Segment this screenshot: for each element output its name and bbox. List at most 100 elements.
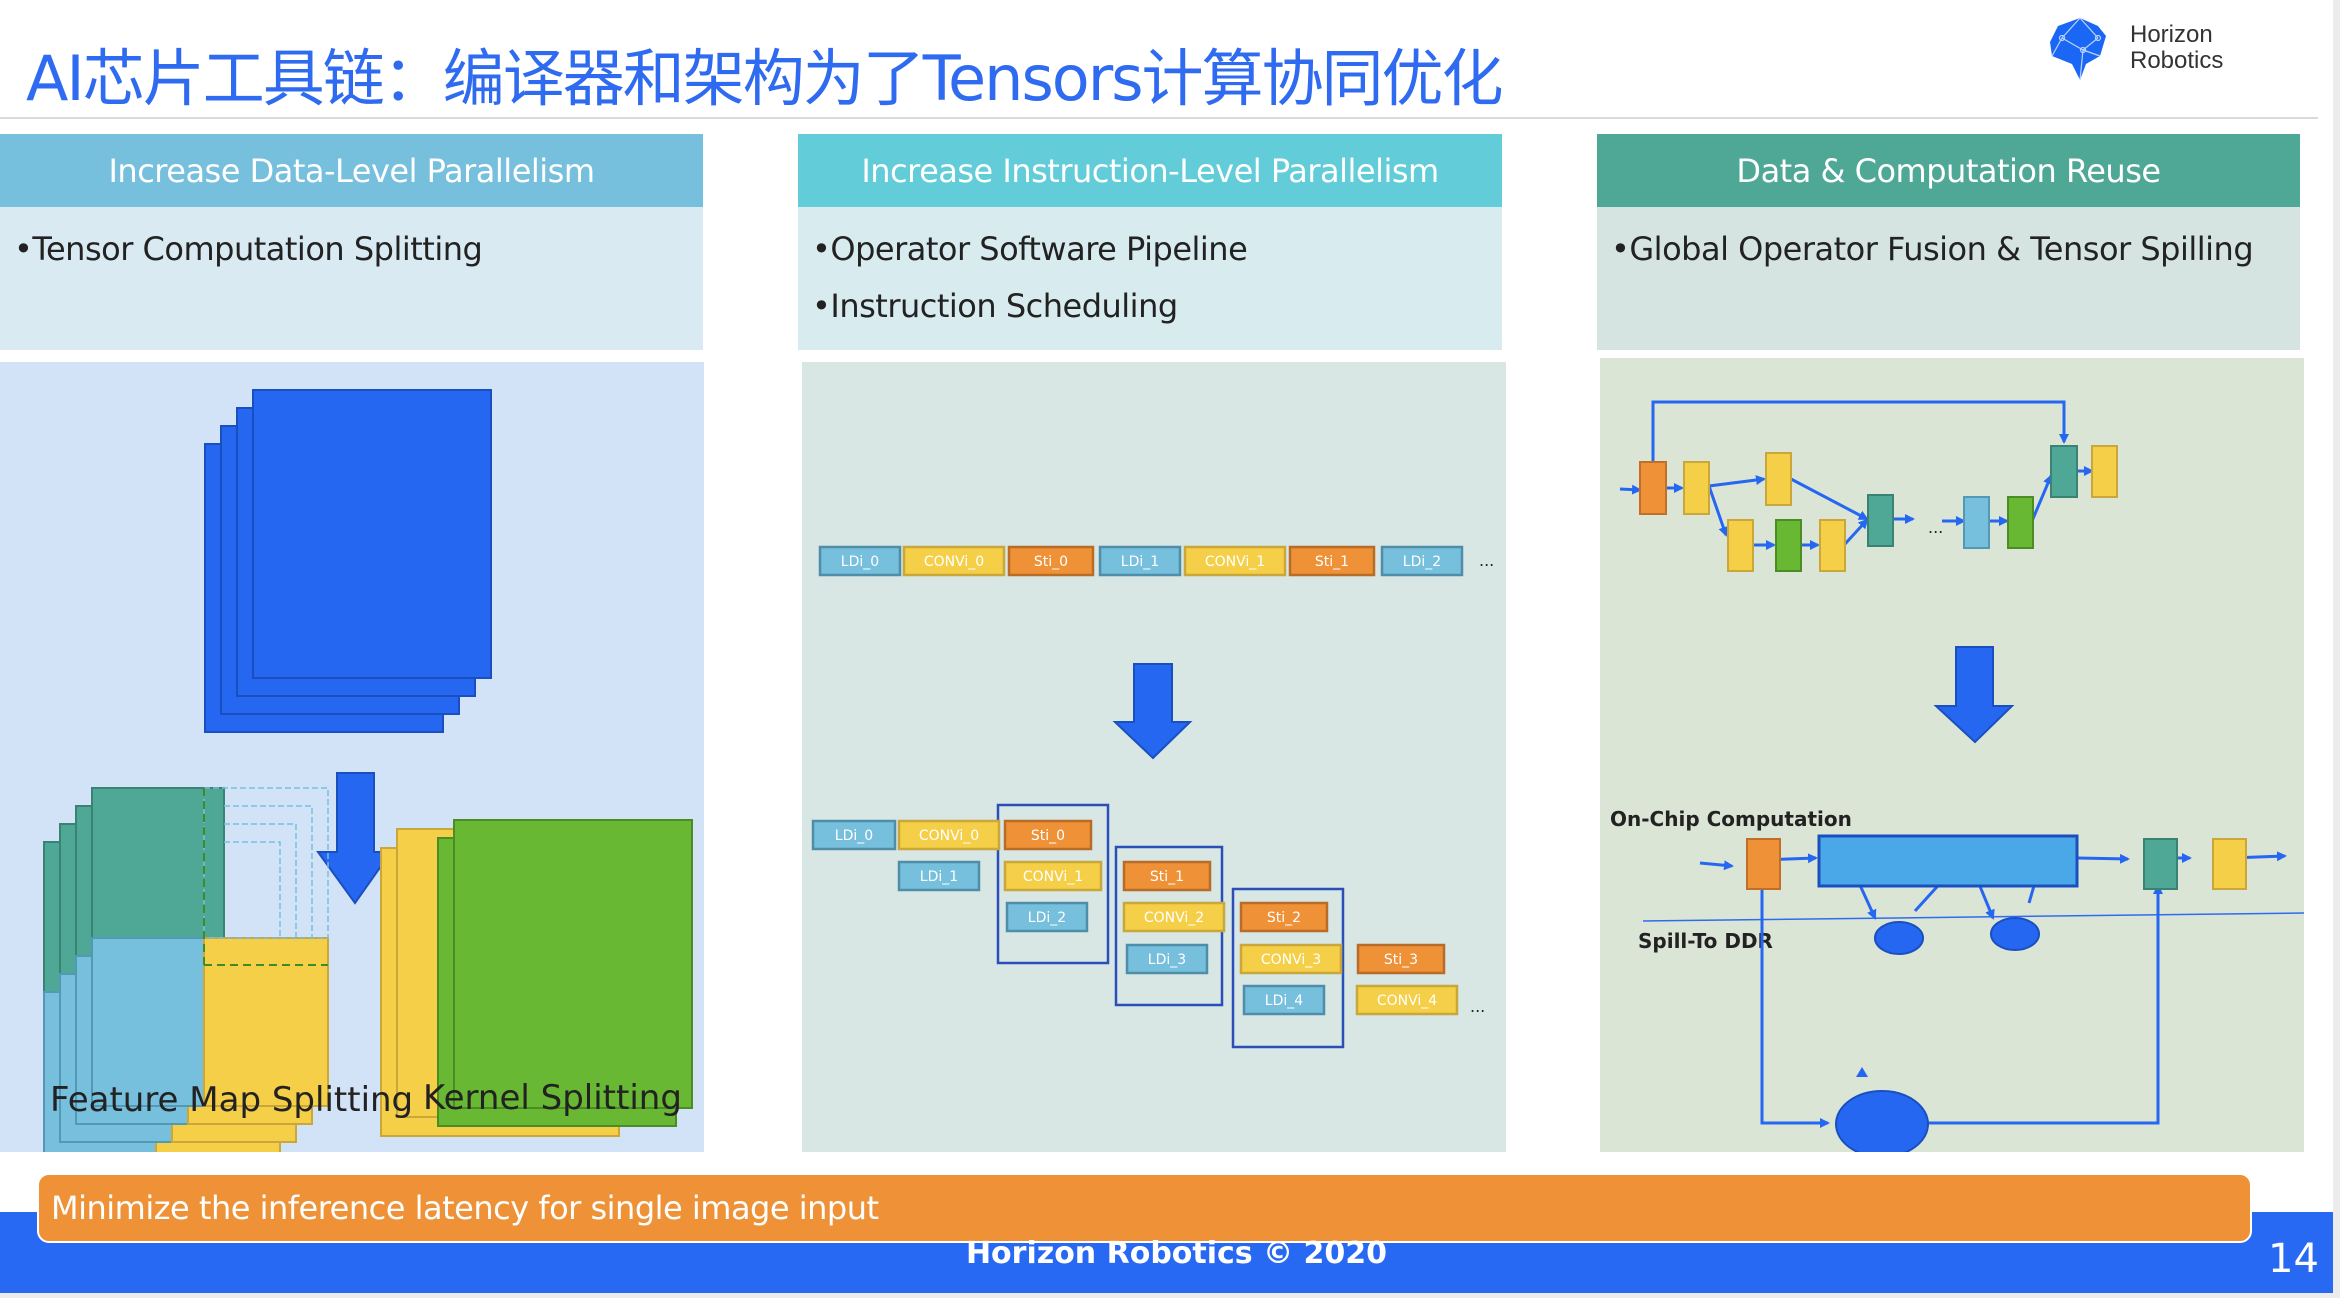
ddr-buffer [1835,1090,1929,1158]
operator-node [1727,519,1754,572]
page-number: 14 [2268,1236,2319,1282]
instruction-box: LDi_1 [897,860,981,892]
instruction-box: Sti_2 [1239,901,1329,933]
column-header-reuse: Data & Computation Reuse [1597,134,2300,207]
bullet-item: Global Operator Fusion & Tensor Spilling [1611,221,2286,278]
ddr-buffer [1990,917,2040,951]
feature-map-splitting-label: Feature Map Splitting [50,1080,413,1120]
instruction-box: CONVi_2 [1122,901,1226,933]
instruction-box: Sti_1 [1122,860,1212,892]
instruction-label: Sti_1 [1150,869,1184,885]
instruction-box: CONVi_1 [1183,545,1287,577]
column-header-data-parallelism: Increase Data-Level Parallelism [0,134,703,207]
instruction-box: Sti_1 [1288,545,1376,577]
logo-line-1: Horizon [2130,21,2213,48]
pipeline-stage-group [1231,887,1345,1049]
feature-map-layer [252,389,492,679]
ellipsis: ... [1479,551,1494,570]
instruction-label: LDi_1 [1121,554,1159,570]
logo-line-2: Robotics [2130,47,2224,74]
company-logo-text: Horizon Robotics [2130,22,2223,74]
instruction-label: LDi_1 [920,869,958,885]
on-chip-computation-label: On-Chip Computation [1610,807,1852,831]
instruction-label: CONVi_2 [1144,910,1204,926]
down-arrow-icon [316,772,393,905]
instruction-box: CONVi_3 [1239,943,1343,975]
instruction-box: LDi_2 [1380,545,1464,577]
instruction-box: CONVi_1 [1003,860,1103,892]
ellipsis: ... [1470,997,1485,1016]
instruction-box: LDi_0 [811,819,897,851]
instruction-label: CONVi_4 [1377,993,1437,1009]
instruction-label: LDi_2 [1028,910,1066,926]
instruction-label: Sti_0 [1031,828,1065,844]
instruction-label: Sti_2 [1267,910,1301,926]
operator-node [2091,445,2118,498]
instruction-label: LDi_4 [1265,993,1303,1009]
operator-node [2212,838,2247,890]
instruction-label: LDi_0 [835,828,873,844]
instruction-box: LDi_0 [818,545,902,577]
ddr-buffer [1874,921,1924,955]
instruction-box: LDi_1 [1098,545,1182,577]
instruction-box: CONVi_0 [902,545,1006,577]
illustration-data-parallelism: Feature Map Splitting Kernel Splitting [0,362,704,1161]
operator-node [2143,838,2178,890]
operator-node [1867,494,1894,547]
instruction-box: LDi_4 [1242,984,1326,1016]
instruction-label: Sti_3 [1384,952,1418,968]
operator-node [2050,445,2078,498]
instruction-label: LDi_3 [1148,952,1186,968]
spill-to-ddr-label: Spill-To DDR [1638,929,1773,953]
instruction-label: LDi_2 [1403,554,1441,570]
pipeline-stage-group [996,803,1110,965]
instruction-label: CONVi_0 [919,828,979,844]
column-body-reuse: Global Operator Fusion & Tensor Spilling [1597,207,2300,350]
instruction-box: Sti_0 [1007,545,1095,577]
title-divider [0,117,2318,119]
instruction-box: LDi_3 [1125,943,1209,975]
instruction-label: CONVi_1 [1023,869,1083,885]
instruction-label: CONVi_3 [1261,952,1321,968]
fused-operator-block [1817,834,2079,888]
slide-title: AI芯片工具链：编译器和架构为了Tensors计算协同优化 [26,42,1504,115]
column-body-data-parallelism: Tensor Computation Splitting [0,207,703,350]
bullet-item: Instruction Scheduling [812,278,1488,335]
instruction-box: Sti_0 [1003,819,1093,851]
instruction-box: LDi_2 [1005,901,1089,933]
operator-node [1963,496,1990,549]
summary-banner: Minimize the inference latency for singl… [37,1173,2252,1243]
illustration-operator-fusion: ... On-Chip Computation Spill-To DDR [1600,358,2305,1158]
instruction-box: CONVi_0 [897,819,1001,851]
instruction-box: Sti_3 [1356,943,1446,975]
instruction-label: Sti_0 [1034,554,1068,570]
column-header-instruction-parallelism: Increase Instruction-Level Parallelism [798,134,1502,207]
operator-node [1639,461,1667,515]
instruction-box: CONVi_4 [1355,984,1459,1016]
operator-node [1819,519,1846,572]
bullet-item: Operator Software Pipeline [812,221,1488,278]
operator-node [2007,496,2034,549]
ellipsis: ... [1928,518,1943,537]
operator-node [1765,452,1792,506]
instruction-label: CONVi_1 [1205,554,1265,570]
footer-copyright: Horizon Robotics © 2020 [965,1236,1388,1271]
instruction-label: LDi_0 [841,554,879,570]
kernel-splitting-label: Kernel Splitting [423,1078,682,1118]
down-arrow-icon [1112,663,1193,760]
brain-network-icon [2050,17,2106,81]
operator-node [1683,461,1710,515]
instruction-label: Sti_1 [1315,554,1349,570]
operator-node [1775,519,1802,572]
fusion-spilling-diagram: ... On-Chip Computation Spill-To DDR [1610,400,2305,1158]
down-arrow-icon [1933,646,2015,744]
tensor-splitting-diagram: Feature Map Splitting Kernel Splitting [43,389,693,1161]
scroll-gutter [2333,0,2340,1298]
bottom-gutter [0,1293,2340,1298]
column-body-instruction-parallelism: Operator Software Pipeline Instruction S… [798,207,1502,350]
bullet-item: Tensor Computation Splitting [14,221,689,278]
instruction-label: CONVi_0 [924,554,984,570]
operator-node [1746,838,1781,890]
